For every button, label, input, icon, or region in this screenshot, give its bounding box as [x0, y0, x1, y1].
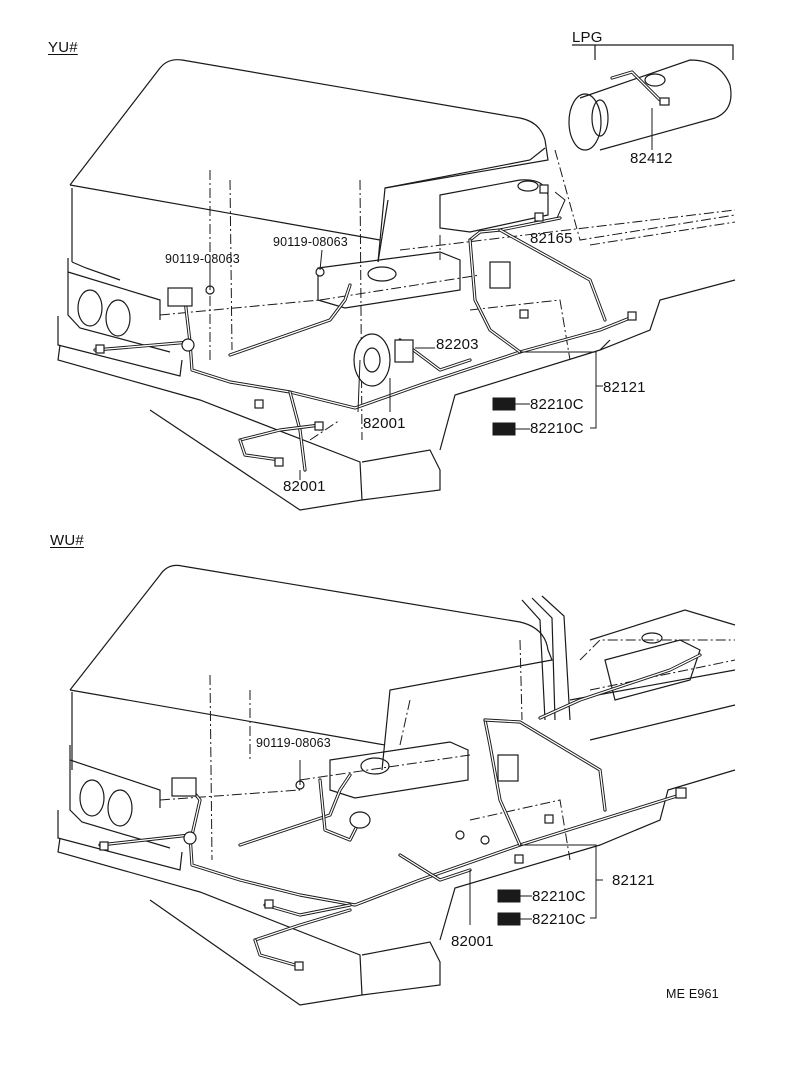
part-82001-a: 82001	[363, 415, 406, 432]
horn-top	[167, 261, 511, 387]
connectors-top	[95, 184, 637, 467]
part-82412: 82412	[630, 150, 673, 167]
leader-lines-bottom	[299, 760, 603, 925]
part-90119-bottom: 90119-08063	[256, 736, 331, 750]
lpg-tank	[568, 44, 734, 151]
part-82210c-b: 82210C	[530, 420, 584, 437]
part-82210c-bottom-b: 82210C	[532, 911, 586, 928]
part-82210c-bottom-a: 82210C	[532, 888, 586, 905]
part-82001-b: 82001	[283, 478, 326, 495]
section-title-yu: YU#	[48, 39, 78, 56]
part-82121-bottom: 82121	[612, 872, 655, 889]
lpg-label: LPG	[572, 29, 603, 46]
part-82165: 82165	[530, 230, 573, 247]
part-82203: 82203	[436, 336, 479, 353]
vehicle-body-top	[57, 59, 736, 511]
diagram-code: ME E961	[666, 987, 719, 1001]
vehicle-body-bottom	[57, 564, 736, 1006]
part-82121-top: 82121	[603, 379, 646, 396]
part-90119-left: 90119-08063	[165, 252, 240, 266]
wire-harness-bottom	[98, 653, 702, 967]
part-82001-bottom: 82001	[451, 933, 494, 950]
section-title-wu: WU#	[50, 532, 84, 549]
part-90119-mid: 90119-08063	[273, 235, 348, 249]
components-bottom	[99, 754, 687, 971]
part-82210c-a: 82210C	[530, 396, 584, 413]
leader-lines-top	[209, 191, 603, 480]
